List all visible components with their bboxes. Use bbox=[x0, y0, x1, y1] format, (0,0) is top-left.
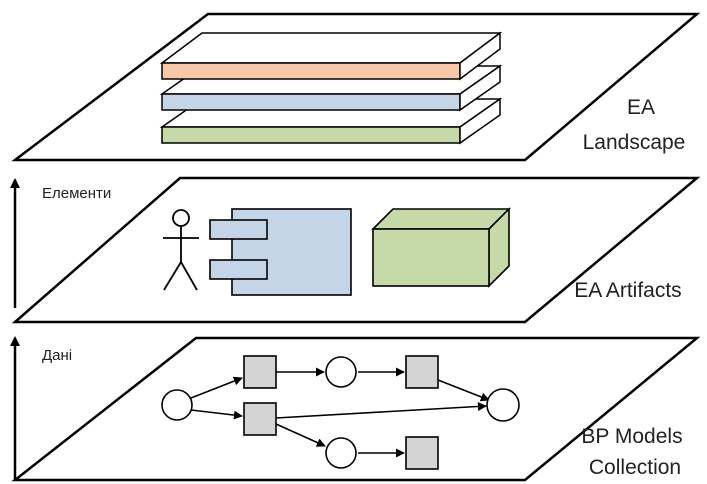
process-tasks bbox=[243, 355, 439, 470]
bp-models-label-line2: Collection bbox=[589, 456, 681, 479]
component-icon bbox=[209, 208, 352, 296]
data-arrow-group: Дані bbox=[10, 336, 72, 480]
process-events bbox=[161, 356, 520, 469]
bp-models-layer: BP Models Collection bbox=[11, 336, 701, 482]
intermediate-event-bottom bbox=[325, 437, 357, 469]
elements-arrow-group: Елементи bbox=[10, 178, 111, 308]
landscape-label-line1: EA bbox=[627, 96, 655, 119]
task-1 bbox=[243, 355, 277, 389]
artifacts-label: EA Artifacts bbox=[574, 279, 681, 302]
landscape-label-line2: Landscape bbox=[583, 131, 686, 154]
end-event bbox=[486, 388, 520, 422]
bp-models-plane bbox=[11, 336, 701, 482]
task-3 bbox=[405, 355, 439, 389]
process-edges bbox=[190, 367, 490, 458]
node-icon bbox=[371, 207, 511, 288]
ea-artifacts-layer: EA Artifacts bbox=[11, 176, 701, 324]
data-arrow-label: Дані bbox=[42, 347, 72, 364]
ea-landscape-layer: EA Landscape bbox=[11, 12, 701, 162]
start-event bbox=[161, 389, 193, 421]
elements-arrow-label: Елементи bbox=[42, 185, 111, 202]
landscape-slab-stack bbox=[159, 31, 503, 145]
task-2 bbox=[243, 402, 277, 436]
actor-icon bbox=[163, 209, 199, 291]
task-4 bbox=[405, 436, 439, 470]
orange-slab bbox=[159, 31, 503, 81]
bp-models-label-line1: BP Models bbox=[581, 425, 682, 448]
intermediate-event-top bbox=[325, 356, 357, 388]
